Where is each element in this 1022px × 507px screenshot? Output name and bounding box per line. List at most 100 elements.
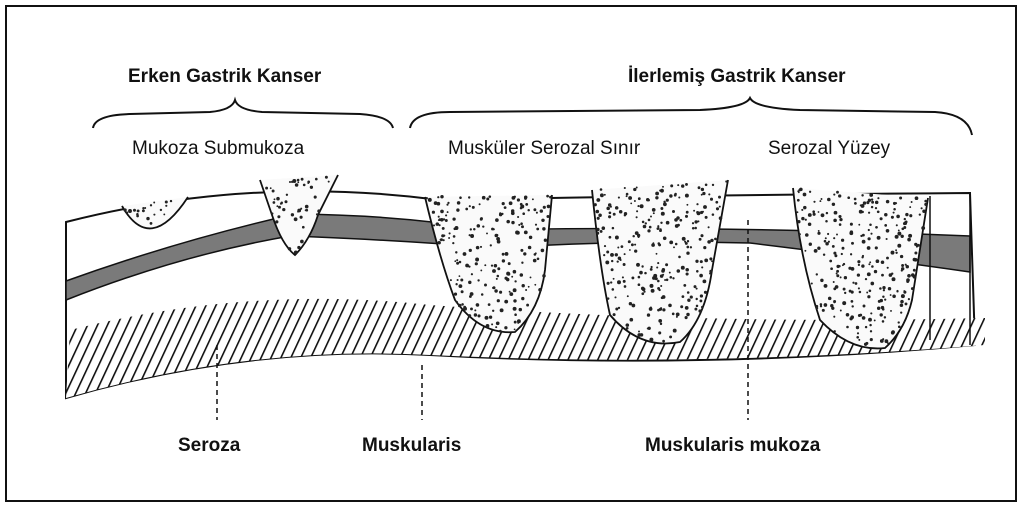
tumor-dot (440, 195, 443, 198)
tumor-dot (922, 209, 926, 213)
tumor-dot (836, 270, 839, 273)
tumor-dot (820, 305, 822, 307)
tumor-dot (595, 210, 599, 214)
tumor-dot (703, 205, 707, 209)
tumor-dot (456, 301, 458, 303)
tumor-dot (675, 224, 679, 228)
tumor-dot (672, 277, 674, 279)
tumor-dot (903, 291, 906, 294)
tumor-dot (866, 292, 868, 294)
tumor-dot (801, 217, 804, 220)
tumor-dot (631, 243, 634, 246)
tumor-dot (857, 332, 859, 334)
tumor-dot (856, 326, 859, 329)
tumor-dot (865, 326, 867, 328)
tumor-dot (869, 261, 871, 263)
tumor-dot (698, 309, 701, 312)
tumor-dot (841, 253, 843, 255)
tumor-dot (878, 300, 881, 303)
tumor-dot (605, 260, 609, 264)
tumor-dot (479, 203, 481, 205)
tumor-dot (832, 203, 835, 206)
tumor-dot (858, 314, 861, 317)
tumor-dot (452, 242, 454, 244)
tumor-dot (841, 239, 844, 242)
tumor-dot (496, 321, 500, 325)
tumor-dot (714, 238, 717, 241)
tumor-dot (661, 296, 664, 299)
tumor-dot (525, 203, 528, 206)
tumor-dot (617, 260, 619, 262)
tumor-dot (877, 307, 881, 311)
tumor-dot (686, 252, 689, 255)
tumor-dot (897, 232, 901, 236)
tumor-dot (598, 214, 602, 218)
tumor-dot (153, 214, 155, 216)
tumor-dot (513, 307, 517, 311)
tumor-dot (854, 198, 857, 201)
tumor-dot (638, 276, 641, 279)
tumor-dot (524, 195, 528, 199)
tumor-dot (675, 243, 678, 246)
tumor-dot (694, 285, 697, 288)
tumor-dot (522, 284, 525, 287)
tumor-dot (809, 243, 812, 246)
tumor-dot (641, 265, 643, 267)
tumor-dot (453, 227, 456, 230)
tumor-dot (664, 279, 666, 281)
tumor-dot (692, 222, 694, 224)
tumor-dot (882, 286, 885, 289)
tumor-dot (624, 214, 626, 216)
tumor-dot (523, 252, 526, 255)
tumor-dot (700, 260, 703, 263)
tumor-dot (858, 287, 860, 289)
tumor-dot (796, 211, 798, 213)
tumor-dot (824, 240, 827, 243)
tumor-dot (646, 198, 649, 201)
tumor-dot (459, 261, 462, 264)
tumor-dot (895, 235, 899, 239)
tumor-dot (495, 326, 497, 328)
tumor-dot (165, 205, 167, 207)
tumor-dot (900, 300, 904, 304)
tumor-dot (506, 272, 510, 276)
tumor-dot (493, 228, 495, 230)
tumor-dot (811, 282, 813, 284)
tumor-dot (437, 196, 439, 198)
tumor-dot (716, 207, 719, 210)
tumor-dot (870, 282, 874, 286)
tumor-dot (849, 290, 852, 293)
tumor-dot (660, 189, 664, 193)
tumor-dot (624, 285, 627, 288)
tumor-dot (513, 299, 516, 302)
tumor-dot (638, 331, 640, 333)
tumor-dot (628, 240, 631, 243)
tumor-dot (519, 308, 522, 311)
tumor-dot (913, 269, 916, 272)
tumor-dot (871, 201, 874, 204)
tumor-dot (896, 290, 898, 292)
tumor-dot (856, 336, 859, 339)
tumor-dot (470, 228, 472, 230)
tumor-dot (622, 276, 624, 278)
tumor-dot (858, 264, 860, 266)
tumor-dot (685, 215, 688, 218)
tumor-dot (677, 184, 679, 186)
tumor-dot (443, 234, 445, 236)
tumor-dot (897, 244, 901, 248)
tumor-dot (906, 278, 910, 282)
tumor-dot (685, 242, 688, 245)
tumor-dot (270, 187, 272, 189)
tumor-dot (869, 289, 872, 292)
tumor-dot (496, 234, 498, 236)
tumor-dot (615, 206, 619, 210)
tumor-dot (297, 179, 300, 182)
tumor-dot (528, 246, 532, 250)
tumor-dot (886, 257, 889, 260)
tumor-dot (549, 196, 552, 199)
tumor-dot (454, 293, 457, 296)
tumor-dot (328, 181, 330, 183)
tumor-dot (137, 209, 140, 212)
tumor-dot (660, 323, 662, 325)
tumor-dot (614, 296, 616, 298)
